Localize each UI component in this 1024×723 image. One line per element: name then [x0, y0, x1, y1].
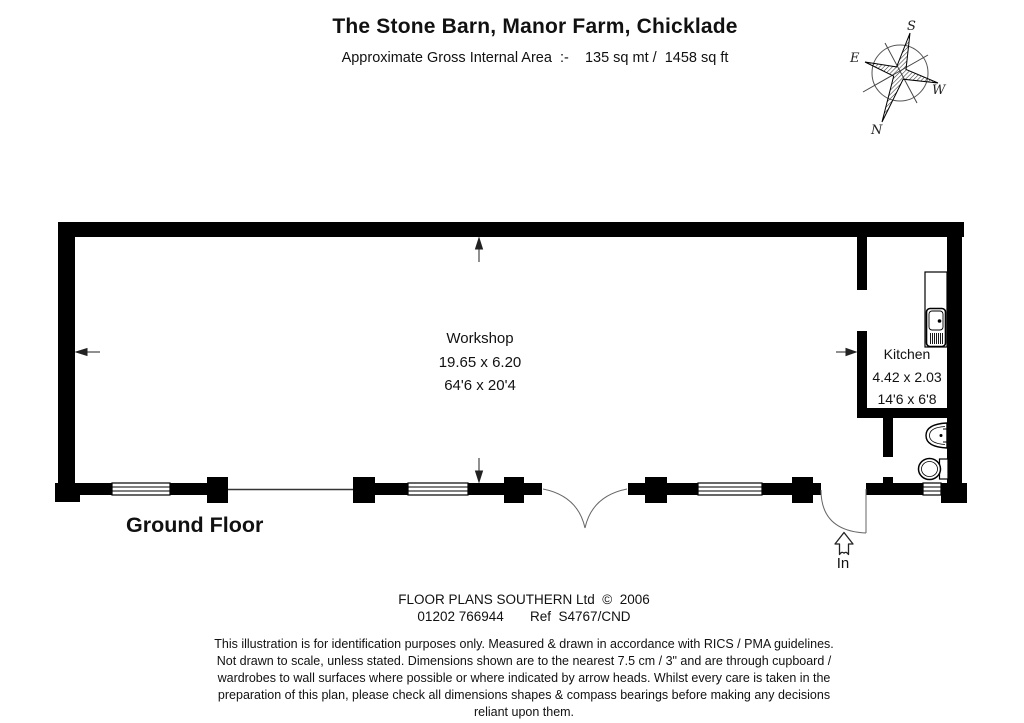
kitchen-partition-upper: [857, 237, 867, 290]
pillar: [645, 477, 667, 503]
page-subtitle: Approximate Gross Internal Area :- 135 s…: [341, 50, 729, 66]
pillar: [504, 477, 524, 503]
right-wall: [947, 237, 962, 483]
wc-partition-stub: [883, 477, 893, 483]
compass-east-label: E: [850, 51, 860, 66]
footer-company-line: FLOOR PLANS SOUTHERN Ltd © 2006: [398, 592, 650, 607]
bottom-right-corner: [941, 483, 967, 503]
top-wall: [58, 222, 964, 237]
compass-north-label: N: [871, 123, 883, 138]
entrance-arrow-icon: [834, 531, 854, 556]
compass-west-label: W: [932, 83, 946, 98]
compass-south-label: S: [907, 19, 916, 34]
room-dims-metric: 19.65 x 6.20: [438, 353, 522, 371]
bottom-wall: [75, 477, 923, 503]
arrow-right-icon: [836, 347, 858, 357]
disclaimer-line: This illustration is for identification …: [214, 637, 834, 651]
window: [697, 482, 763, 496]
bottom-left-corner: [55, 483, 80, 502]
room-dims-metric: 4.42 x 2.03: [872, 368, 942, 385]
arrow-left-icon: [74, 347, 100, 357]
window: [922, 482, 942, 496]
entrance-label: In: [836, 555, 850, 572]
toilet-icon: [917, 457, 949, 481]
room-name: Workshop: [446, 330, 514, 347]
footer-phone-ref-line: 01202 766944 Ref S4767/CND: [417, 609, 631, 624]
room-label-kitchen: Kitchen 4.42 x 2.03 14'6 x 6'8: [855, 343, 959, 411]
room-name: Kitchen: [883, 346, 931, 362]
partition-walls: [857, 237, 947, 483]
disclaimer-line: reliant upon them.: [473, 705, 575, 719]
pillar: [207, 477, 228, 503]
kitchen-partition-lower: [857, 331, 867, 408]
floor-label: Ground Floor: [126, 513, 264, 537]
page-title: The Stone Barn, Manor Farm, Chicklade: [332, 15, 738, 38]
disclaimer: This illustration is for identification …: [24, 636, 1024, 721]
room-dims-imperial: 14'6 x 6'8: [877, 391, 937, 407]
disclaimer-line: Not drawn to scale, unless stated. Dimen…: [216, 654, 832, 668]
double-door: [542, 488, 628, 529]
outer-walls: [55, 222, 967, 503]
wc-partition: [883, 418, 893, 457]
left-wall: [58, 222, 75, 483]
room-label-workshop: Workshop 19.65 x 6.20 64'6 x 20'4: [380, 327, 580, 398]
basin-icon: [925, 422, 948, 449]
disclaimer-line: preparation of this plan, please check a…: [217, 688, 831, 702]
dimension-arrows: [74, 236, 858, 484]
arrow-up-icon: [474, 236, 484, 262]
pillar: [792, 477, 813, 503]
pillar: [353, 477, 375, 503]
compass-rose-icon: [862, 32, 939, 123]
disclaimer-line: wardrobes to wall surfaces where possibl…: [217, 671, 831, 685]
sink-icon: [925, 307, 947, 348]
arrow-down-icon: [474, 458, 484, 484]
entrance-door: [820, 489, 867, 534]
windows: [111, 482, 942, 496]
kitchen-bottom-wall: [857, 408, 947, 418]
room-dims-imperial: 64'6 x 20'4: [444, 377, 516, 394]
window: [111, 482, 171, 496]
kitchen-counter: [924, 271, 948, 348]
window: [407, 482, 469, 496]
